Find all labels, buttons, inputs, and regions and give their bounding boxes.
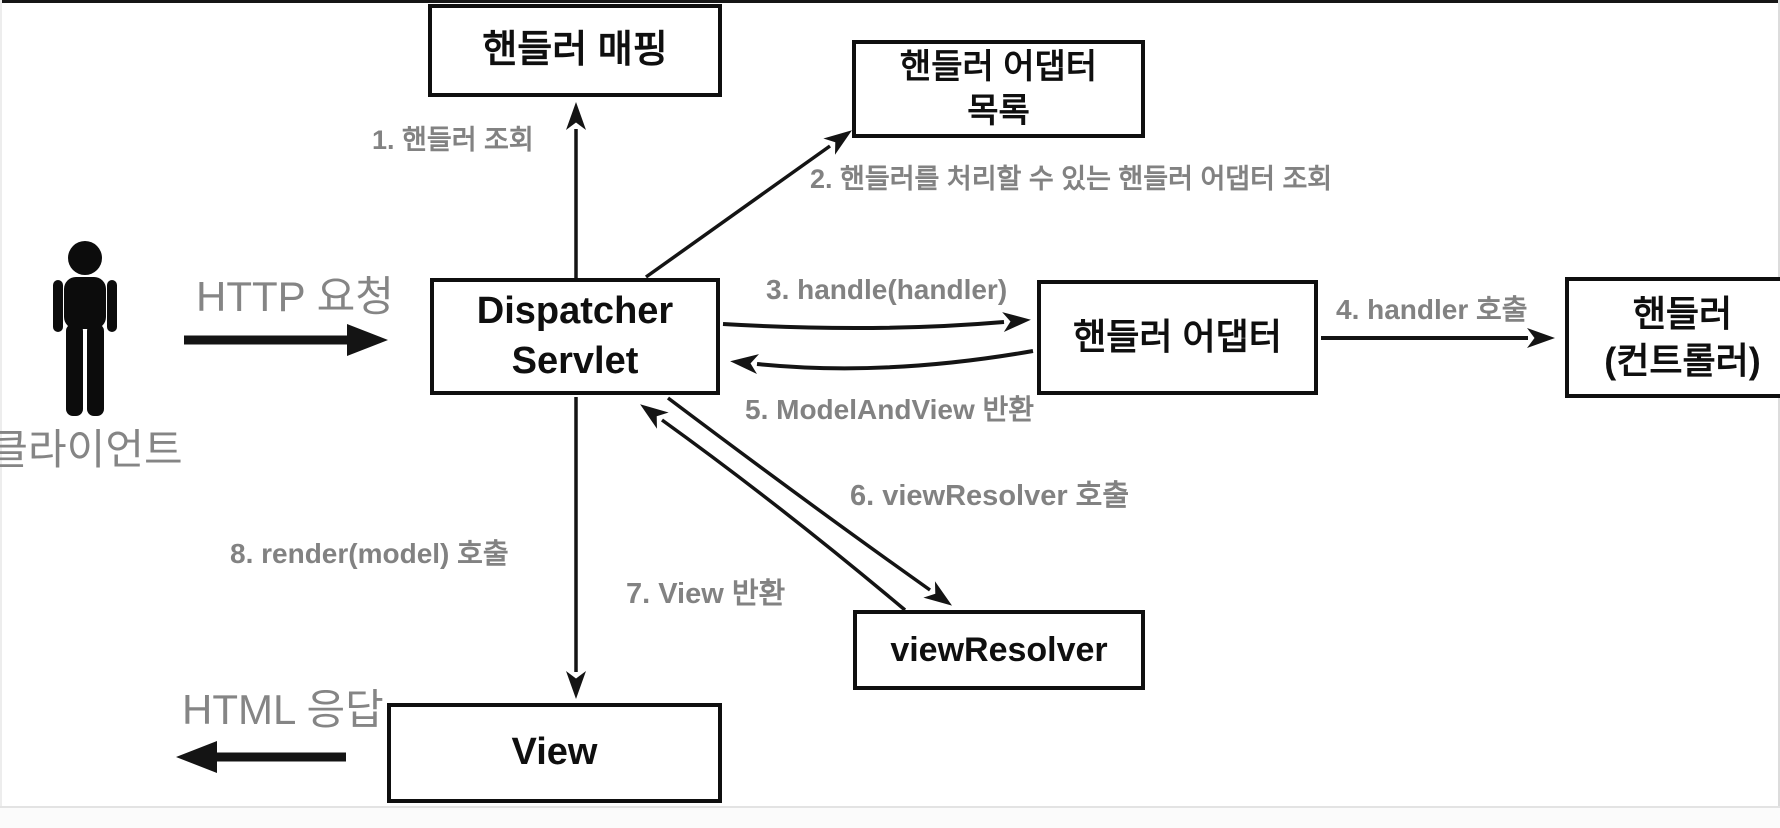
box-view: View (387, 703, 722, 803)
label-http-request: HTTP 요청 (196, 273, 394, 320)
arrow-step5 (730, 349, 1034, 375)
label-html-response: HTML 응답 (182, 686, 384, 733)
box-handler-adapter-list-line2: 목록 (967, 92, 1030, 130)
frame-left-edge (0, 0, 2, 806)
box-handler-controller-line1: 핸들러 (1632, 292, 1733, 334)
arrow-step6 (666, 396, 953, 606)
frame-bottom-strip (0, 806, 1780, 828)
arrow-step2 (644, 130, 852, 279)
arrow-step7 (640, 404, 907, 612)
label-step2: 2. 핸들러를 처리할 수 있는 핸들러 어댑터 조회 (810, 164, 1333, 194)
box-view-label: View (511, 731, 598, 774)
box-handler-adapter-list-line1: 핸들러 어댑터 (899, 47, 1098, 86)
box-view-resolver: viewResolver (853, 610, 1145, 690)
box-handler-controller-line2: (컨트롤러) (1604, 339, 1761, 381)
label-client: 클라이언트 (0, 426, 183, 473)
box-handler-adapter: 핸들러 어댑터 (1037, 280, 1318, 395)
box-handler-mapping: 핸들러 매핑 (428, 4, 722, 97)
box-dispatcher-servlet: Dispatcher Servlet (430, 278, 720, 395)
client-person-icon (53, 241, 117, 416)
arrow-step3 (722, 312, 1031, 333)
box-handler-controller: 핸들러 (컨트롤러) (1565, 277, 1780, 398)
frame-top-edge (0, 0, 1780, 3)
box-dispatcher-servlet-line2: Servlet (511, 339, 639, 382)
label-step4: 4. handler 호출 (1336, 294, 1528, 325)
label-step5: 5. ModelAndView 반환 (745, 394, 1035, 425)
label-step6: 6. viewResolver 호출 (850, 480, 1130, 512)
box-view-resolver-label: viewResolver (890, 630, 1108, 669)
label-step8: 8. render(model) 호출 (230, 538, 509, 569)
box-dispatcher-servlet-line1: Dispatcher (476, 290, 674, 333)
label-step1: 1. 핸들러 조회 (372, 125, 534, 155)
box-handler-mapping-label: 핸들러 매핑 (482, 28, 668, 71)
frame-right-edge (1778, 0, 1780, 806)
box-handler-adapter-list: 핸들러 어댑터 목록 (852, 40, 1145, 138)
box-handler-adapter-label: 핸들러 어댑터 (1073, 316, 1282, 358)
label-step7: 7. View 반환 (626, 578, 786, 610)
label-step3: 3. handle(handler) (766, 274, 1008, 305)
